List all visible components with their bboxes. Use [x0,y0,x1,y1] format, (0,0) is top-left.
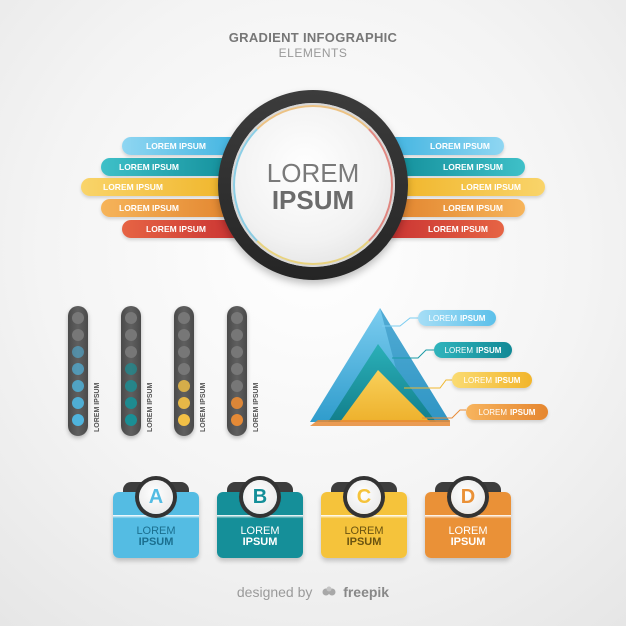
column-dot [178,329,190,341]
column-dot [125,414,137,426]
right-bar-label: LOREM IPSUM [443,203,503,213]
column-dot [125,397,137,409]
pyramid-connector [404,379,452,389]
pyramid-label-bold: IPSUM [495,375,521,385]
left-bar-3: LOREM IPSUM [81,178,231,196]
card-text-line2: IPSUM [450,536,486,548]
page-title: GRADIENT INFOGRAPHIC [228,30,398,45]
center-title-line2: IPSUM [271,185,355,215]
left-bar-label: LOREM IPSUM [146,141,206,151]
column-dot [178,346,190,358]
column-dot [178,397,190,409]
pyramid-label-light: LOREM [428,313,458,323]
column-dot [125,312,137,324]
right-bar-label: LOREM IPSUM [443,162,503,172]
page-subtitle: ELEMENTS [278,46,348,60]
pyramid-label-light: LOREM [478,407,508,417]
pyramid-label-light: LOREM [463,375,493,385]
footer-prefix: designed by [236,584,313,600]
footer-credit: designed by freepik [0,584,626,600]
left-bar-2: LOREM IPSUM [101,158,233,176]
left-bar-4: LOREM IPSUM [101,199,233,217]
center-disc-rim [233,105,393,265]
pyramid-label-bold: IPSUM [510,407,536,417]
dot-column-label: LOREM IPSUM [94,382,101,432]
right-bar-3: LOREM IPSUM [395,178,545,196]
column-dot [125,380,137,392]
left-bar-label: LOREM IPSUM [119,203,179,213]
right-bar-label: LOREM IPSUM [430,141,490,151]
left-bar-5: LOREM IPSUM [122,220,242,238]
column-dot [178,312,190,324]
left-bar-label: LOREM IPSUM [146,224,206,234]
dot-column-1 [68,306,88,436]
pyramid-layer-3 [340,370,430,422]
pyramid-graphic [310,308,466,426]
pyramid-label-bold: IPSUM [460,313,486,323]
pyramid-connector [382,317,420,327]
pyramid-layer-4 [310,420,450,426]
column-dot [231,380,243,392]
column-dot [72,414,84,426]
dot-column-3 [174,306,194,436]
pyramid-layer-shade [380,308,450,422]
column-dot [231,414,243,426]
column-dot [178,380,190,392]
card-text-line2: IPSUM [346,536,382,548]
card-letter-badge: C [347,480,381,514]
column-dot [72,346,84,358]
column-dot [72,380,84,392]
card-text-line1: LOREM [344,525,384,537]
column-dot [72,363,84,375]
card-letter-badge: A [139,480,173,514]
right-bar-2: LOREM IPSUM [393,158,525,176]
column-dot [231,363,243,375]
left-bar-label: LOREM IPSUM [119,162,179,172]
card-text-line2: IPSUM [242,536,278,548]
dot-column-2 [121,306,141,436]
column-dot [231,329,243,341]
card-text-line1: LOREM [448,525,488,537]
pyramid-connector [392,349,434,359]
column-dot [72,397,84,409]
card-text-line1: LOREM [136,525,176,537]
pyramid-connector [422,409,466,419]
card-letter-badge: B [243,480,277,514]
dot-column-label: LOREM IPSUM [147,382,154,432]
card-letter-badge: D [451,480,485,514]
column-dot [72,312,84,324]
center-title-line1: LOREM [266,158,360,188]
right-bar-4: LOREM IPSUM [393,199,525,217]
card-text-line1: LOREM [240,525,280,537]
dot-column-label: LOREM IPSUM [200,382,207,432]
dot-column-label: LOREM IPSUM [253,382,260,432]
pyramid-label-bold: IPSUM [476,345,502,355]
column-dot [125,363,137,375]
right-bar-5: LOREM IPSUM [384,220,504,238]
column-dot [231,397,243,409]
left-bar-1: LOREM IPSUM [122,137,242,155]
column-dot [178,414,190,426]
card-text-line2: IPSUM [138,536,174,548]
right-bar-label: LOREM IPSUM [428,224,488,234]
column-dot [125,346,137,358]
column-dot [231,346,243,358]
right-bar-1: LOREM IPSUM [384,137,504,155]
column-dot [72,329,84,341]
freepik-logo-icon [322,585,336,597]
column-dot [178,363,190,375]
right-bar-label: LOREM IPSUM [461,182,521,192]
left-bar-label: LOREM IPSUM [103,182,163,192]
column-dot [125,329,137,341]
footer-brand: freepik [343,584,390,600]
dot-column-4 [227,306,247,436]
pyramid-label-light: LOREM [444,345,474,355]
column-dot [231,312,243,324]
